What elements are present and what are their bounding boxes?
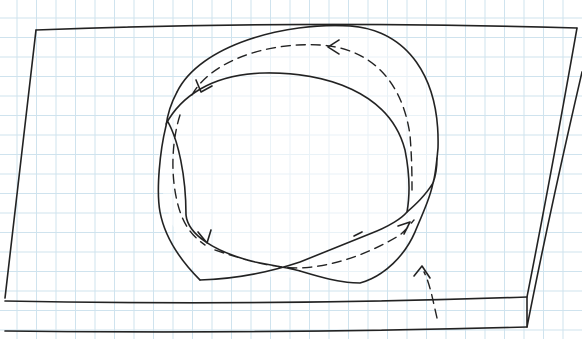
board-side-right-edge [527,72,582,327]
dashed-bottom-right [424,272,437,318]
board-left-edge [5,30,36,298]
board-front-bottom-edge [5,327,527,332]
board-front-top-edge [5,297,527,303]
board-right-edge [527,28,577,297]
mobius-band [158,25,438,283]
arrow-bottom-right-icon [414,266,430,278]
